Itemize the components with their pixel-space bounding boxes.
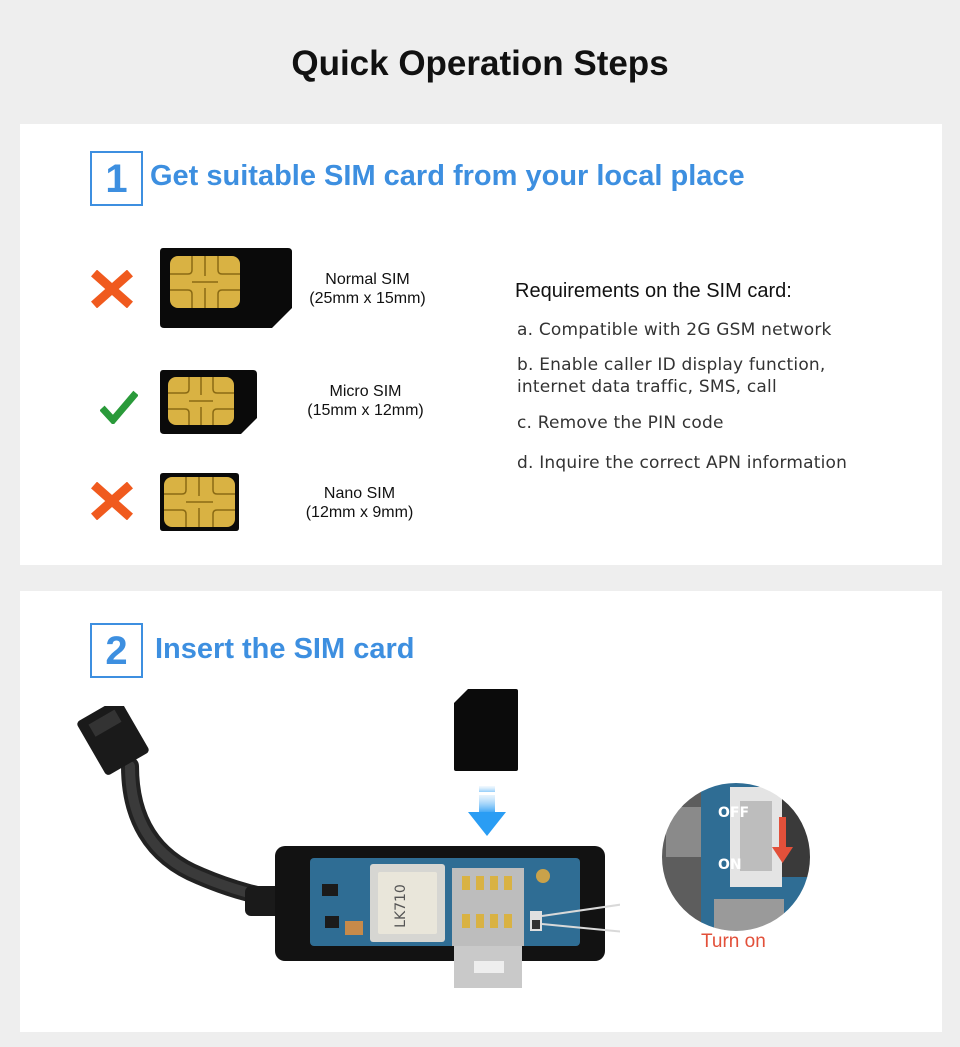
micro-sim-card [160,370,257,434]
step-1-panel: 1 Get suitable SIM card from your local … [20,124,942,565]
requirement-item: b. Enable caller ID display function, [517,355,826,375]
sim-size: (25mm x 15mm) [309,290,426,307]
requirement-item: internet data traffic, SMS, call [517,377,777,397]
requirement-item: a. Compatible with 2G GSM network [517,320,832,340]
sim-label-nano: Nano SIM (12mm x 9mm) [292,484,427,522]
page-title: Quick Operation Steps [291,44,669,83]
step-number: 1 [90,151,143,206]
switch-on-label: ON [718,857,742,873]
switch-off-label: OFF [718,805,749,821]
step-number: 2 [90,623,143,678]
sim-label-micro: Micro SIM (15mm x 12mm) [298,382,433,420]
down-arrow-icon [468,786,506,836]
sim-name: Nano SIM [323,485,396,502]
requirement-item: c. Remove the PIN code [517,413,724,433]
normal-sim-card [160,248,292,328]
sim-label-normal: Normal SIM (25mm x 15mm) [300,270,435,308]
step-2-panel: 2 Insert the SIM card [20,591,942,1032]
sim-name: Micro SIM [329,383,402,400]
gps-tracker-device: LK710 [77,706,620,988]
switch-zoom-view: OFF ON [658,779,814,935]
device-model-label: LK710 [393,884,409,928]
sim-card-image [454,689,518,771]
sim-size: (15mm x 12mm) [307,402,424,419]
requirement-item: d. Inquire the correct APN information [517,453,848,473]
cross-icon [91,482,133,520]
step-title: Get suitable SIM card from your local pl… [150,160,745,192]
turn-on-caption: Turn on [701,931,766,952]
check-icon [100,390,138,424]
sim-name: Normal SIM [325,271,410,288]
requirements-title: Requirements on the SIM card: [515,280,792,302]
sim-size: (12mm x 9mm) [305,504,414,521]
step-title: Insert the SIM card [155,633,415,665]
cross-icon [91,270,133,308]
nano-sim-card [160,473,239,531]
